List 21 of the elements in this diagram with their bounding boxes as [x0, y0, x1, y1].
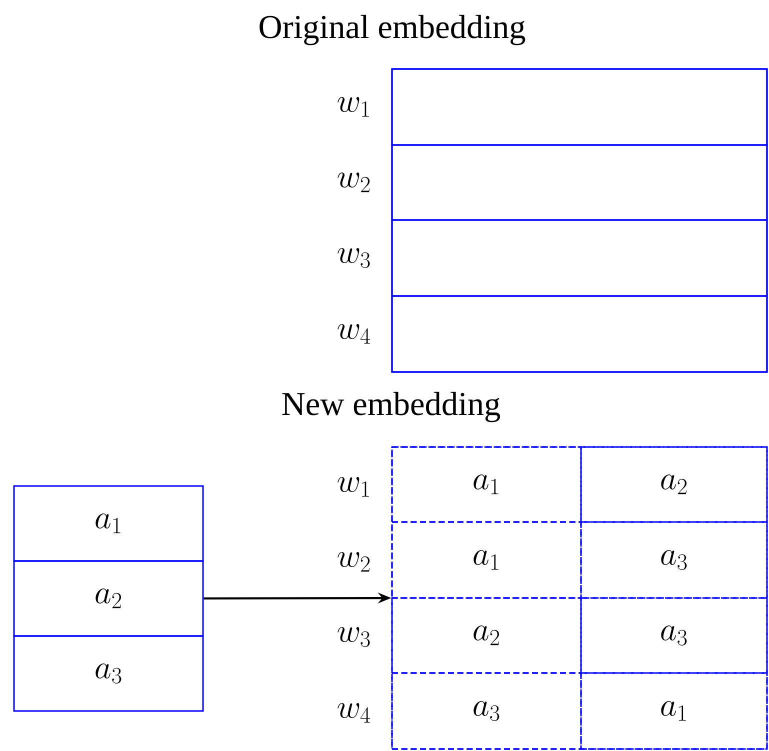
table-cell: $a_2$ [391, 597, 582, 674]
table-heading: Original embedding [260, 14, 526, 46]
table-cell: $a_3$ [391, 672, 582, 750]
table-cell: $a_1$ [391, 446, 582, 523]
table-heading: New embedding [282, 392, 500, 422]
row-label: $w_1$ [338, 477, 369, 497]
row-label: $w_2$ [338, 172, 370, 192]
vector-cell: $a_3$ [13, 635, 204, 712]
row-label: $w_4$ [338, 703, 370, 723]
row-label: $w_4$ [338, 324, 370, 344]
vector-cell: $a_1$ [13, 485, 204, 562]
row-label: $w_3$ [338, 627, 370, 647]
table-cell: $a_3$ [580, 597, 768, 674]
table-cell: $a_3$ [580, 521, 768, 599]
row-label: $w_3$ [338, 248, 370, 268]
vector-cell: $a_2$ [13, 560, 204, 637]
row-label: $w_1$ [338, 97, 369, 117]
table-cell: $a_1$ [580, 672, 768, 750]
row-label: $w_2$ [338, 552, 370, 572]
table-cell: $a_1$ [391, 521, 582, 599]
table-cell: $a_2$ [580, 446, 768, 523]
